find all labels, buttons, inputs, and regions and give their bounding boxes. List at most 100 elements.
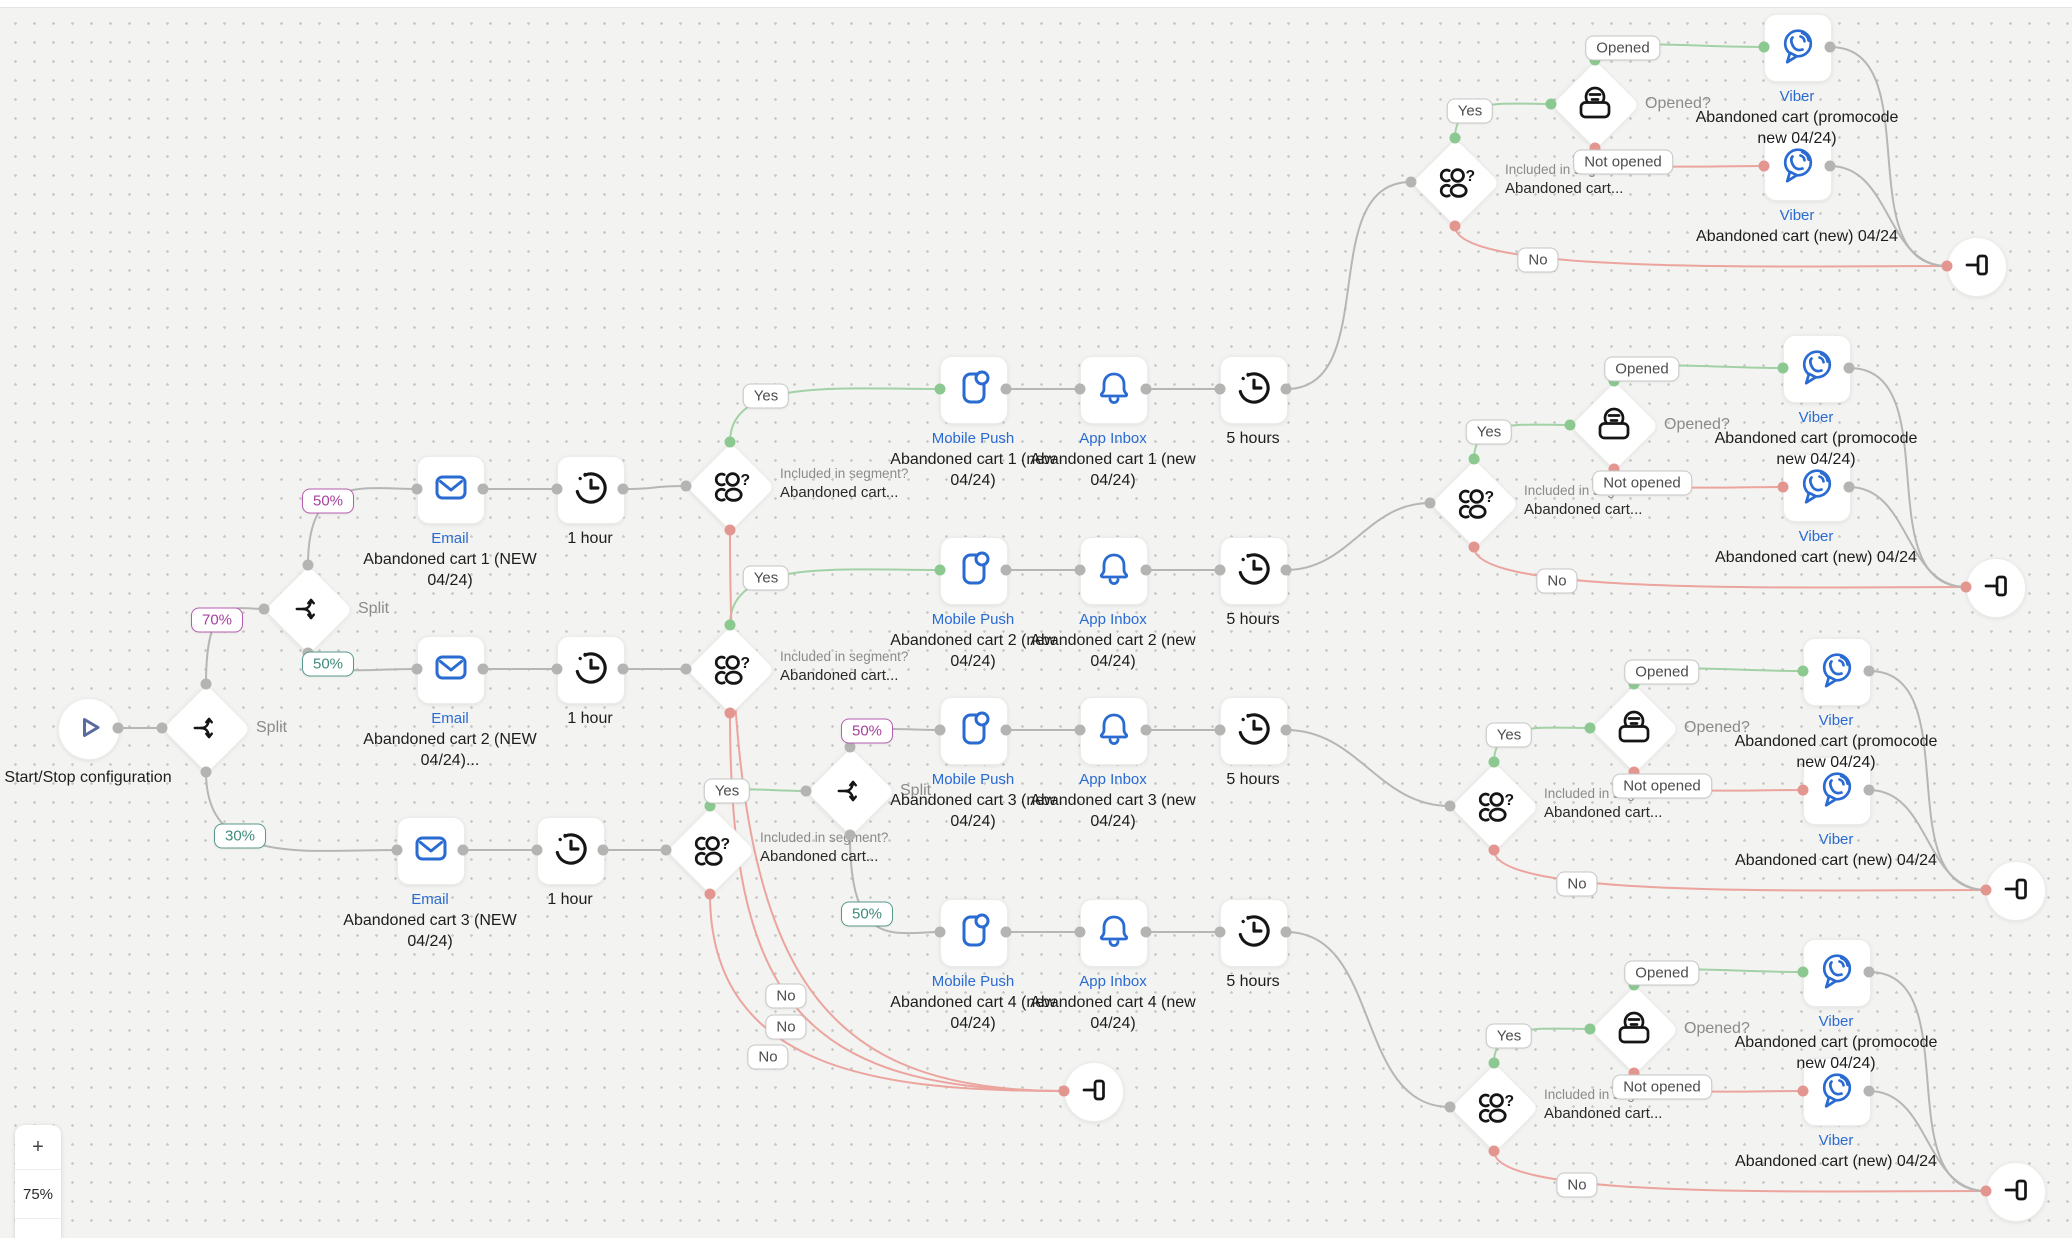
opened-check-b4-port-bottom[interactable] — [1628, 1067, 1640, 1079]
opened-check-b2-port-left[interactable] — [1564, 419, 1576, 431]
email-2-port-left[interactable] — [411, 663, 423, 675]
app-inbox-3-node[interactable] — [1080, 697, 1148, 765]
exit-b2-node[interactable] — [1966, 558, 2026, 618]
app-inbox-1-port-right[interactable] — [1140, 383, 1152, 395]
timer-5h-2-port-left[interactable] — [1214, 564, 1226, 576]
timer-5h-3-port-left[interactable] — [1214, 724, 1226, 736]
segment-check-3-port-left[interactable] — [660, 844, 672, 856]
viber-promo-b4-node[interactable] — [1803, 939, 1871, 1007]
viber-new-b3-port-right[interactable] — [1863, 784, 1875, 796]
exit-b1-port-left[interactable] — [1941, 260, 1953, 272]
timer-1h-1-port-right[interactable] — [617, 483, 629, 495]
timer-1h-2-node[interactable] — [557, 636, 625, 704]
email-1-port-left[interactable] — [411, 483, 423, 495]
mobile-push-3-port-right[interactable] — [1000, 724, 1012, 736]
timer-1h-1-port-left[interactable] — [551, 483, 563, 495]
opened-check-b1-port-bottom[interactable] — [1589, 142, 1601, 154]
opened-check-b3-port-bottom[interactable] — [1628, 766, 1640, 778]
app-inbox-3-port-right[interactable] — [1140, 724, 1152, 736]
opened-check-b1-port-left[interactable] — [1545, 98, 1557, 110]
split-2-port-top[interactable] — [302, 559, 314, 571]
start-port-right[interactable] — [112, 722, 124, 734]
zoom-in-button[interactable]: + — [15, 1125, 61, 1170]
segment-check-b1-port-bottom[interactable] — [1449, 220, 1461, 232]
exit-b4-port-left[interactable] — [1980, 1185, 1992, 1197]
email-1-port-right[interactable] — [477, 483, 489, 495]
exit-b2-port-left[interactable] — [1960, 581, 1972, 593]
viber-new-b3-port-left[interactable] — [1797, 784, 1809, 796]
mobile-push-2-port-left[interactable] — [934, 564, 946, 576]
segment-check-b3-port-left[interactable] — [1444, 800, 1456, 812]
email-3-port-left[interactable] — [391, 844, 403, 856]
viber-promo-b1-port-right[interactable] — [1824, 41, 1836, 53]
split-1-port-top[interactable] — [200, 678, 212, 690]
viber-promo-b3-port-right[interactable] — [1863, 665, 1875, 677]
start-node[interactable] — [58, 698, 120, 760]
viber-promo-b4-port-right[interactable] — [1863, 966, 1875, 978]
segment-check-2-port-top[interactable] — [724, 619, 736, 631]
exit-b3-node[interactable] — [1986, 861, 2046, 921]
split-1-port-left[interactable] — [156, 722, 168, 734]
timer-1h-3-port-right[interactable] — [597, 844, 609, 856]
mobile-push-4-port-left[interactable] — [934, 926, 946, 938]
viber-new-b4-port-left[interactable] — [1797, 1085, 1809, 1097]
segment-check-b1-port-left[interactable] — [1405, 176, 1417, 188]
email-3-port-right[interactable] — [457, 844, 469, 856]
viber-promo-b3-port-left[interactable] — [1797, 665, 1809, 677]
opened-check-b3-port-left[interactable] — [1584, 722, 1596, 734]
segment-check-b2-port-left[interactable] — [1424, 497, 1436, 509]
timer-5h-1-node[interactable] — [1220, 356, 1288, 424]
split-2-port-left[interactable] — [258, 603, 270, 615]
viber-promo-b4-port-left[interactable] — [1797, 966, 1809, 978]
app-inbox-4-port-left[interactable] — [1074, 926, 1086, 938]
timer-1h-3-node[interactable] — [537, 817, 605, 885]
timer-5h-3-node[interactable] — [1220, 697, 1288, 765]
viber-new-b1-port-left[interactable] — [1758, 160, 1770, 172]
segment-check-b4-port-left[interactable] — [1444, 1101, 1456, 1113]
exit-mid-node[interactable] — [1064, 1062, 1124, 1122]
mobile-push-3-node[interactable] — [940, 697, 1008, 765]
viber-promo-b1-node[interactable] — [1764, 14, 1832, 82]
email-2-node[interactable] — [417, 636, 485, 704]
mobile-push-1-port-right[interactable] — [1000, 383, 1012, 395]
timer-5h-4-port-left[interactable] — [1214, 926, 1226, 938]
timer-5h-2-node[interactable] — [1220, 537, 1288, 605]
timer-5h-4-port-right[interactable] — [1280, 926, 1292, 938]
app-inbox-1-node[interactable] — [1080, 356, 1148, 424]
viber-promo-b2-port-right[interactable] — [1843, 362, 1855, 374]
segment-check-3-port-top[interactable] — [704, 800, 716, 812]
opened-check-b4-port-left[interactable] — [1584, 1023, 1596, 1035]
exit-b3-port-left[interactable] — [1980, 884, 1992, 896]
viber-new-b4-node[interactable] — [1803, 1058, 1871, 1126]
viber-promo-b2-node[interactable] — [1783, 335, 1851, 403]
split-3-port-left[interactable] — [800, 785, 812, 797]
app-inbox-4-node[interactable] — [1080, 899, 1148, 967]
timer-5h-2-port-right[interactable] — [1280, 564, 1292, 576]
email-3-node[interactable] — [397, 817, 465, 885]
viber-new-b2-port-left[interactable] — [1777, 481, 1789, 493]
timer-1h-3-port-left[interactable] — [531, 844, 543, 856]
timer-1h-1-node[interactable] — [557, 456, 625, 524]
zoom-out-button[interactable]: − — [15, 1219, 61, 1238]
segment-check-1-port-left[interactable] — [680, 480, 692, 492]
viber-promo-b1-port-left[interactable] — [1758, 41, 1770, 53]
mobile-push-3-port-left[interactable] — [934, 724, 946, 736]
segment-check-2-port-bottom[interactable] — [724, 707, 736, 719]
exit-mid-port-left[interactable] — [1058, 1085, 1070, 1097]
mobile-push-2-port-right[interactable] — [1000, 564, 1012, 576]
split-1-port-bottom[interactable] — [200, 766, 212, 778]
exit-b1-node[interactable] — [1947, 237, 2007, 297]
segment-check-b3-port-top[interactable] — [1488, 756, 1500, 768]
split-3-port-bottom[interactable] — [844, 829, 856, 841]
app-inbox-1-port-left[interactable] — [1074, 383, 1086, 395]
app-inbox-2-port-left[interactable] — [1074, 564, 1086, 576]
mobile-push-1-node[interactable] — [940, 356, 1008, 424]
viber-new-b1-node[interactable] — [1764, 133, 1832, 201]
segment-check-b3-port-bottom[interactable] — [1488, 844, 1500, 856]
timer-1h-2-port-right[interactable] — [617, 663, 629, 675]
segment-check-b4-port-top[interactable] — [1488, 1057, 1500, 1069]
email-2-port-right[interactable] — [477, 663, 489, 675]
timer-5h-3-port-right[interactable] — [1280, 724, 1292, 736]
email-1-node[interactable] — [417, 456, 485, 524]
mobile-push-2-node[interactable] — [940, 537, 1008, 605]
